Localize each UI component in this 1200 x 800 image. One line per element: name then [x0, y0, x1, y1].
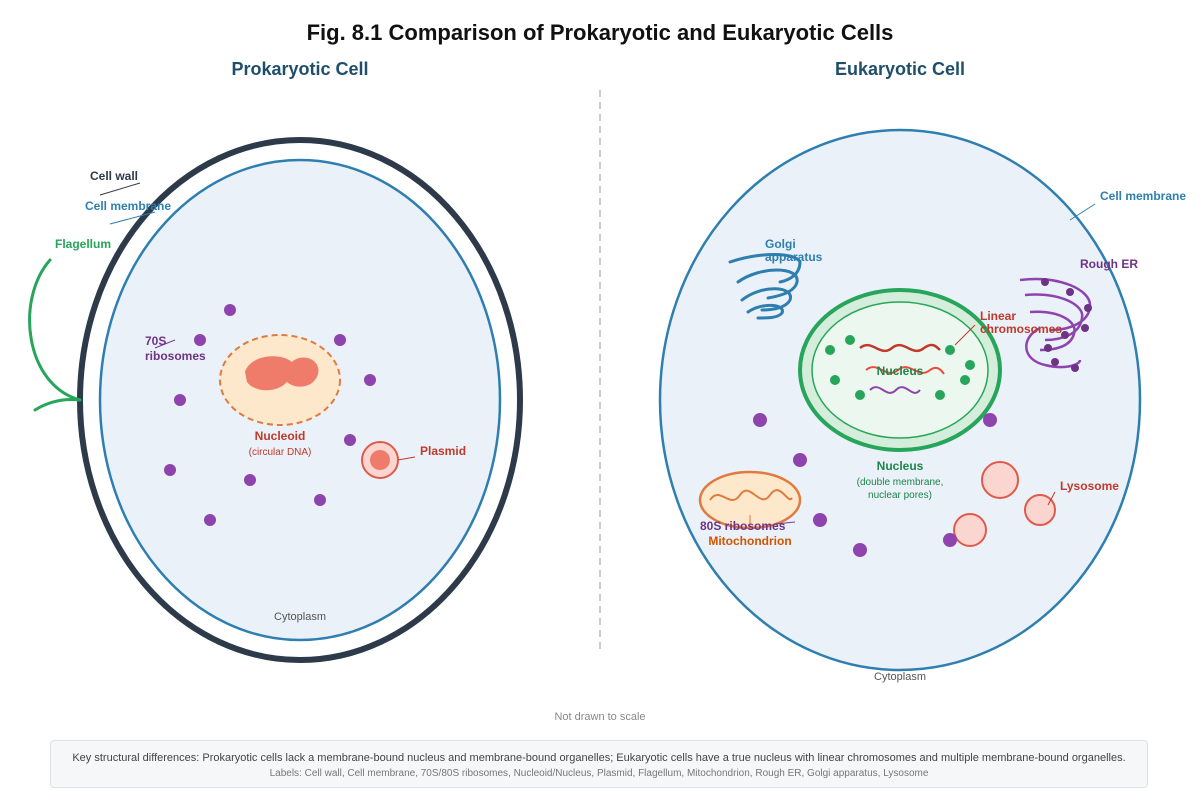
- scale-note: Not drawn to scale: [554, 711, 645, 723]
- ribosome: [943, 533, 957, 547]
- nuclear-pores: [825, 335, 975, 400]
- label-chromosomes: chromosomes: [980, 322, 1062, 336]
- circular-dna: [245, 356, 319, 391]
- eukaryote-ribosomes: [753, 413, 997, 557]
- label-lysosome: Lysosome: [1060, 479, 1119, 493]
- ribosome: [753, 413, 767, 427]
- golgi-cisterna: [740, 287, 792, 312]
- plasmid-core: [370, 450, 390, 470]
- golgi-cisterna: [736, 268, 799, 300]
- eukaryote-heading: Eukaryotic Cell: [835, 59, 965, 79]
- lysosome: [1024, 494, 1056, 526]
- ribosome: [204, 514, 216, 526]
- lysosome: [953, 513, 987, 547]
- label-euk-cell-membrane: Cell membrane: [1100, 189, 1186, 203]
- label-apparatus: apparatus: [765, 250, 823, 264]
- label-nucleoid-note: (circular DNA): [249, 447, 312, 458]
- label-cell-membrane: Cell membrane: [85, 199, 171, 213]
- nuclear-pore: [830, 375, 840, 385]
- ribosome: [364, 374, 376, 386]
- eukaryotic-cell: Cell membrane Golgi apparatus Rough ER L…: [658, 128, 1186, 683]
- leader-chromosomes: [954, 324, 976, 346]
- ribosome: [314, 494, 326, 506]
- leader-euk-membrane: [1069, 203, 1096, 221]
- ribosome: [853, 543, 867, 557]
- label-mitochondrion: Mitochondrion: [708, 534, 791, 548]
- cell-comparison-diagram: Fig. 8.1 Comparison of Prokaryotic and E…: [28, 20, 1186, 723]
- er-ribosome: [1041, 278, 1049, 286]
- chromosome: [869, 386, 921, 394]
- nucleus-inner-membrane: [811, 301, 989, 439]
- chromosome: [859, 343, 941, 353]
- ribosome: [174, 394, 186, 406]
- leader-cell-wall: [99, 182, 141, 196]
- ribosome: [334, 334, 346, 346]
- golgi-cisterna: [746, 303, 784, 320]
- footer-key-differences: Key structural differences: Prokaryotic …: [72, 752, 1126, 764]
- flagellum: [28, 258, 82, 402]
- er-ribosome: [1071, 364, 1079, 372]
- mitochondrion-cristae: [709, 489, 793, 501]
- label-eukaryote-cytoplasm: Cytoplasm: [874, 671, 926, 683]
- er-cisterna: [1024, 293, 1084, 342]
- label-nucleoid: Nucleoid: [255, 429, 306, 443]
- label-prokaryote-cytoplasm: Cytoplasm: [274, 611, 326, 623]
- prokaryote-ribosomes: [164, 304, 376, 526]
- label-flagellum: Flagellum: [55, 237, 111, 251]
- label-linear: Linear: [980, 309, 1016, 323]
- leader-plasmid: [397, 456, 416, 461]
- label-nucleus: Nucleus: [877, 459, 924, 473]
- leader-cell-membrane: [109, 211, 156, 225]
- er-ribosome: [1081, 324, 1089, 332]
- prokaryotic-cell: Cell wall Cell membrane Flagellum 70S ri…: [28, 137, 523, 663]
- label-cell-wall: Cell wall: [90, 169, 138, 183]
- nuclear-pore: [845, 335, 855, 345]
- er-ribosome: [1084, 304, 1092, 312]
- chromosome: [865, 366, 945, 375]
- golgi-cisterna: [728, 253, 802, 284]
- leader-80s-ribosomes: [774, 521, 796, 525]
- label-ribosomes: ribosomes: [145, 349, 206, 363]
- label-nucleus-note-2: nuclear pores): [868, 490, 932, 501]
- label-70s: 70S: [145, 334, 166, 348]
- label-80s-ribosomes: 80S ribosomes: [700, 519, 786, 533]
- ribosome: [793, 453, 807, 467]
- ribosome: [244, 474, 256, 486]
- prokaryote-heading: Prokaryotic Cell: [231, 59, 368, 79]
- ribosome: [344, 434, 356, 446]
- nuclear-pore: [825, 345, 835, 355]
- label-nucleus-note-1: (double membrane,: [857, 477, 944, 488]
- label-golgi: Golgi: [765, 237, 796, 251]
- label-plasmid: Plasmid: [420, 444, 466, 458]
- ribosome: [813, 513, 827, 527]
- nuclear-pore: [965, 360, 975, 370]
- nuclear-pore: [935, 390, 945, 400]
- golgi-apparatus: [728, 253, 802, 320]
- nuclear-pore: [855, 390, 865, 400]
- linear-chromosomes: [859, 343, 945, 394]
- er-cisterna: [1029, 310, 1076, 352]
- er-ribosome: [1061, 331, 1069, 339]
- rough-er: [1019, 277, 1092, 372]
- leader-lysosome: [1047, 491, 1056, 506]
- er-ribosome: [1066, 288, 1074, 296]
- footer-key-box: Key structural differences: Prokaryotic …: [50, 740, 1148, 788]
- figure-title: Fig. 8.1 Comparison of Prokaryotic and E…: [307, 20, 894, 45]
- nuclear-pore: [945, 345, 955, 355]
- lysosome: [981, 461, 1019, 499]
- lysosomes: [953, 461, 1056, 547]
- leader-ribosomes: [154, 339, 176, 349]
- label-rough-er: Rough ER: [1080, 257, 1138, 271]
- ribosome: [194, 334, 206, 346]
- label-nucleus-inner: Nucleus: [877, 364, 924, 378]
- er-ribosome: [1044, 344, 1052, 352]
- ribosome: [164, 464, 176, 476]
- er-ribosome: [1051, 358, 1059, 366]
- ribosome: [224, 304, 236, 316]
- footer-labels-list: Labels: Cell wall, Cell membrane, 70S/80…: [269, 768, 929, 779]
- flagellum-base: [33, 398, 82, 412]
- ribosome: [983, 413, 997, 427]
- nuclear-pore: [960, 375, 970, 385]
